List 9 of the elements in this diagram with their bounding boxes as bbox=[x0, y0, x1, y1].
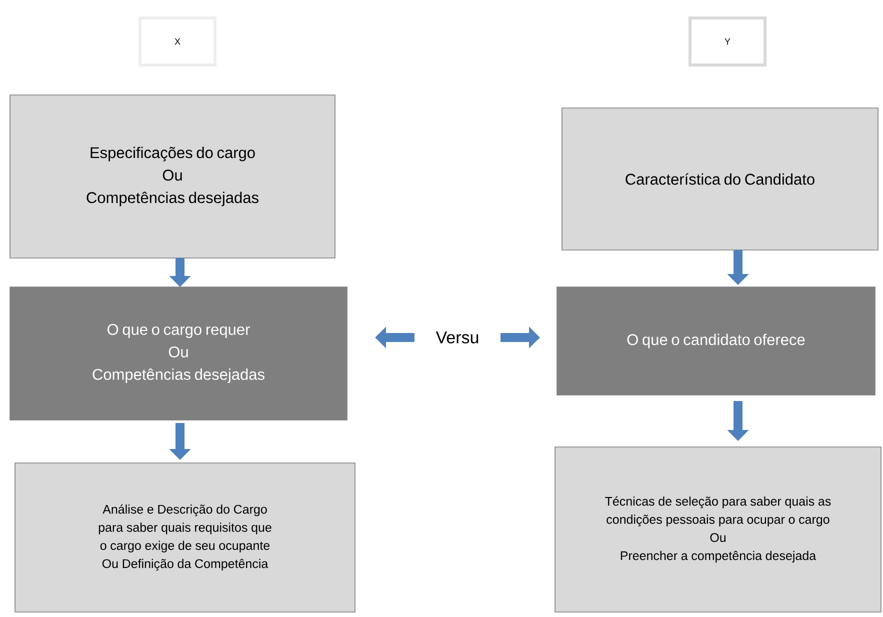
process-box: Característica do Candidato bbox=[562, 108, 878, 250]
versus-label: Versu bbox=[436, 332, 478, 344]
process-box: Análise e Descrição do Cargo para saber quais requisitos que o cargo exige de seu ocupante Ou Definição da Competência bbox=[14, 462, 356, 612]
process-box: Técnicas de seleção para saber quais as condições pessoais para ocupar o cargo Ou Preencher a competência desejada bbox=[554, 446, 882, 612]
process-box: O que o cargo requer Ou Competências desejadas bbox=[10, 286, 348, 420]
label-box: X bbox=[138, 16, 216, 66]
process-box: Especificações do cargo Ou Competências desejadas bbox=[10, 94, 336, 258]
process-box: O que o candidato oferece bbox=[556, 286, 876, 396]
label-box: Y bbox=[688, 16, 766, 66]
